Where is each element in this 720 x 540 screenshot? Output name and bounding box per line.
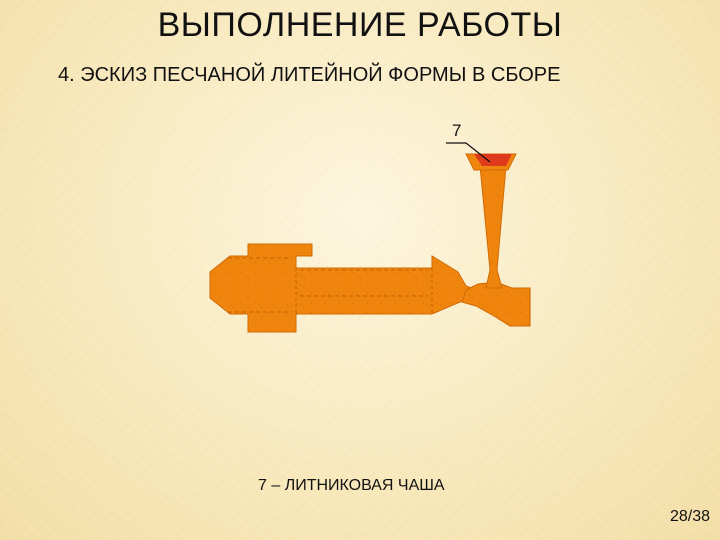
figure-caption: 7 – ЛИТНИКОВАЯ ЧАША — [258, 477, 445, 494]
page-number: 28/38 — [669, 508, 710, 525]
pouring-basin — [465, 153, 517, 171]
gating-runner — [461, 281, 531, 327]
sprue — [479, 165, 507, 289]
slide-title: ВЫПОЛНЕНИЕ РАБОТЫ — [157, 6, 563, 44]
callout-leader — [446, 142, 491, 163]
slide-subtitle: 4. ЭСКИЗ ПЕСЧАНОЙ ЛИТЕЙНОЙ ФОРМЫ В СБОРЕ — [58, 64, 561, 86]
callout-label: 7 — [452, 121, 461, 140]
casting-body — [209, 243, 485, 333]
